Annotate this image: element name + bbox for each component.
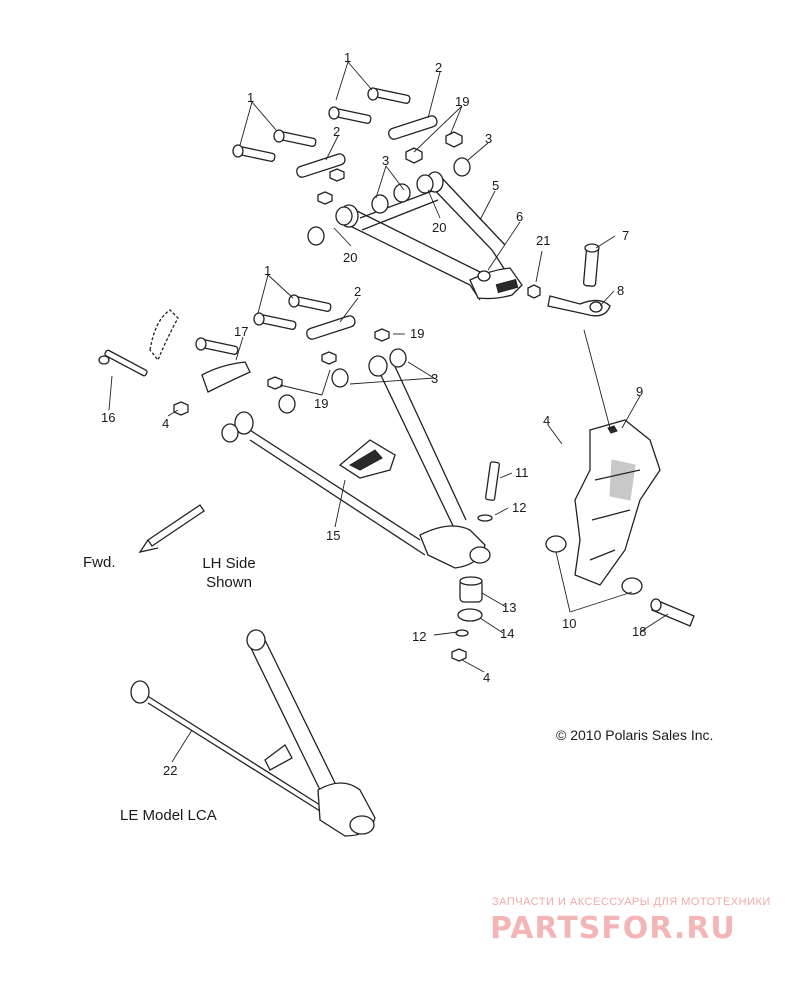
callout-1: 1: [344, 50, 351, 65]
spindle: [545, 419, 695, 627]
leader-lines: [108, 61, 669, 763]
callout-13: 13: [502, 600, 516, 615]
callouts: 1 1 1 2 2 2 3 3 3 4 4 4 5 6 7 8 9 10 11 …: [101, 50, 646, 778]
callout-9: 9: [636, 384, 643, 399]
forward-arrow: [138, 504, 205, 553]
le-model-lca: [130, 629, 376, 837]
lower-hardware: [98, 294, 500, 662]
callout-3: 3: [431, 371, 438, 386]
callout-22: 22: [163, 763, 177, 778]
callout-12: 12: [512, 500, 526, 515]
callout-1: 1: [247, 90, 254, 105]
watermark: ЗАПЧАСТИ И АКСЕССУАРЫ ДЛЯ МОТОТЕХНИКИ PA…: [490, 896, 771, 946]
callout-6: 6: [516, 209, 523, 224]
callout-19: 19: [314, 396, 328, 411]
watermark-brand: PARTSFOR.RU: [490, 911, 736, 946]
callout-7: 7: [622, 228, 629, 243]
callout-12: 12: [412, 629, 426, 644]
callout-15: 15: [326, 528, 340, 543]
callout-3: 3: [382, 153, 389, 168]
tie-rod-end: [547, 243, 611, 317]
le-model-note: LE Model LCA: [120, 807, 217, 824]
lower-a-arm: [234, 355, 491, 569]
callout-4: 4: [543, 413, 550, 428]
callout-19: 19: [455, 94, 469, 109]
callout-21: 21: [536, 233, 550, 248]
callout-4: 4: [162, 416, 169, 431]
lh-side-note-2: Shown: [206, 574, 252, 591]
callout-1: 1: [264, 263, 271, 278]
callout-11: 11: [515, 465, 529, 480]
callout-2: 2: [435, 60, 442, 75]
copyright: © 2010 Polaris Sales Inc.: [556, 727, 713, 743]
callout-2: 2: [333, 124, 340, 139]
callout-14: 14: [500, 626, 514, 641]
forward-note: Fwd.: [83, 554, 116, 571]
callout-19: 19: [410, 326, 424, 341]
callout-16: 16: [101, 410, 115, 425]
callout-20: 20: [343, 250, 357, 265]
callout-5: 5: [492, 178, 499, 193]
callout-8: 8: [617, 283, 624, 298]
callout-18: 18: [632, 624, 646, 639]
watermark-tagline: ЗАПЧАСТИ И АКСЕССУАРЫ ДЛЯ МОТОТЕХНИКИ: [492, 896, 771, 908]
lh-side-note: LH Side: [202, 555, 255, 572]
callout-2: 2: [354, 284, 361, 299]
upper-hardware: [232, 87, 541, 299]
callout-17: 17: [234, 324, 248, 339]
callout-4: 4: [483, 670, 490, 685]
callout-10: 10: [562, 616, 576, 631]
callout-20: 20: [432, 220, 446, 235]
callout-3: 3: [485, 131, 492, 146]
